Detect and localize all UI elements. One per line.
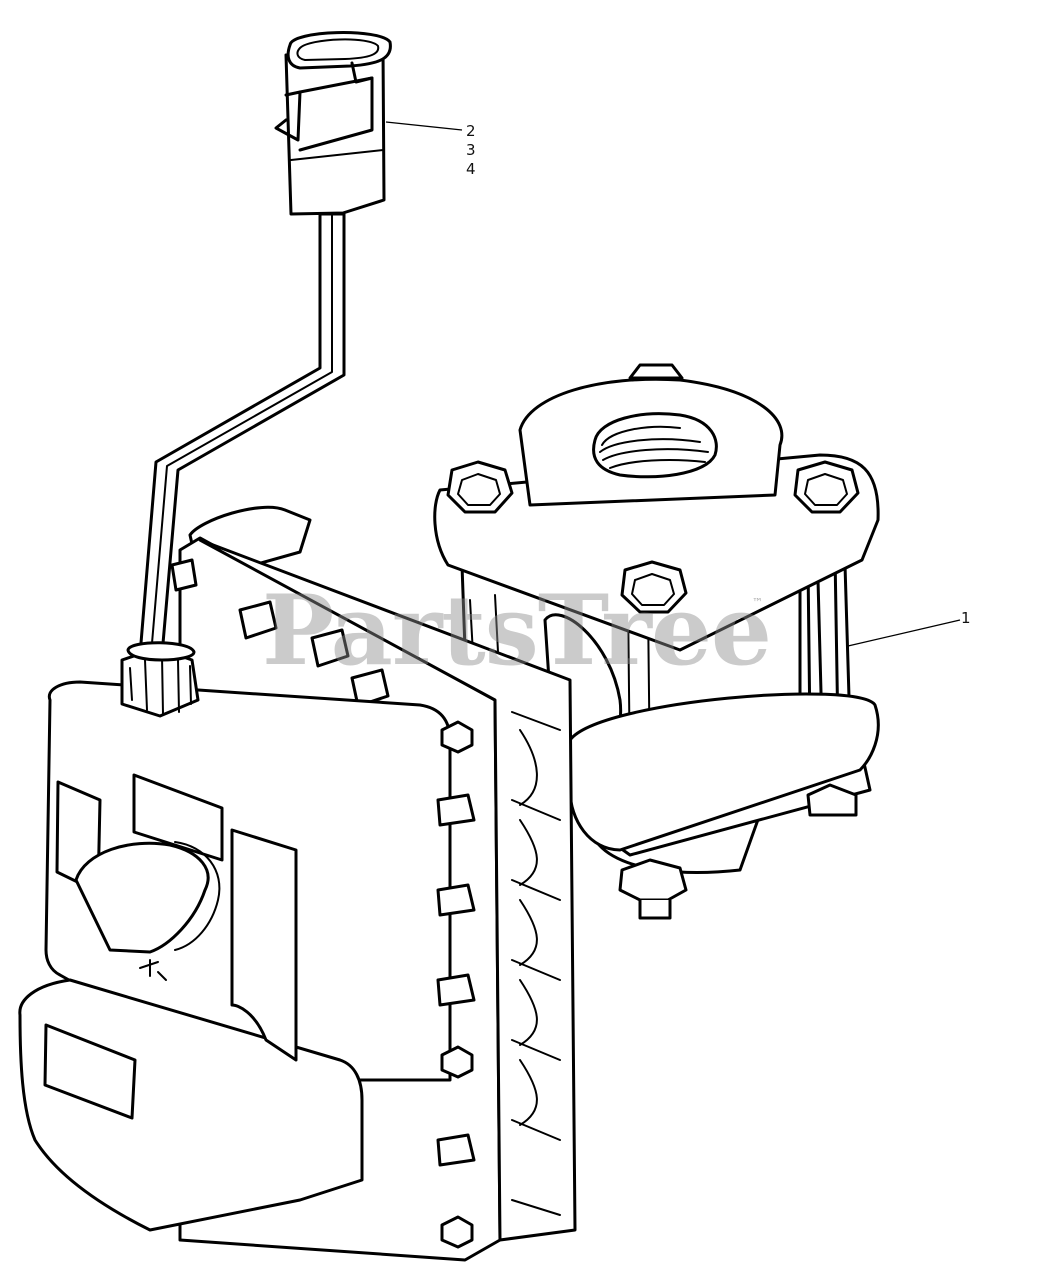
trademark-symbol: ™ [752,596,763,609]
callout-leader-2 [385,121,463,131]
callout-leader-1 [847,619,961,647]
callout-1: 1 [961,609,971,627]
actuator-housing[interactable] [18,505,577,1262]
callout-2: 2 [466,122,476,140]
watermark-logo: PartsTree [262,574,772,687]
callout-4: 4 [466,160,476,178]
valve-body[interactable] [433,363,880,920]
callout-3: 3 [466,141,476,159]
connector-plug[interactable] [274,31,392,216]
